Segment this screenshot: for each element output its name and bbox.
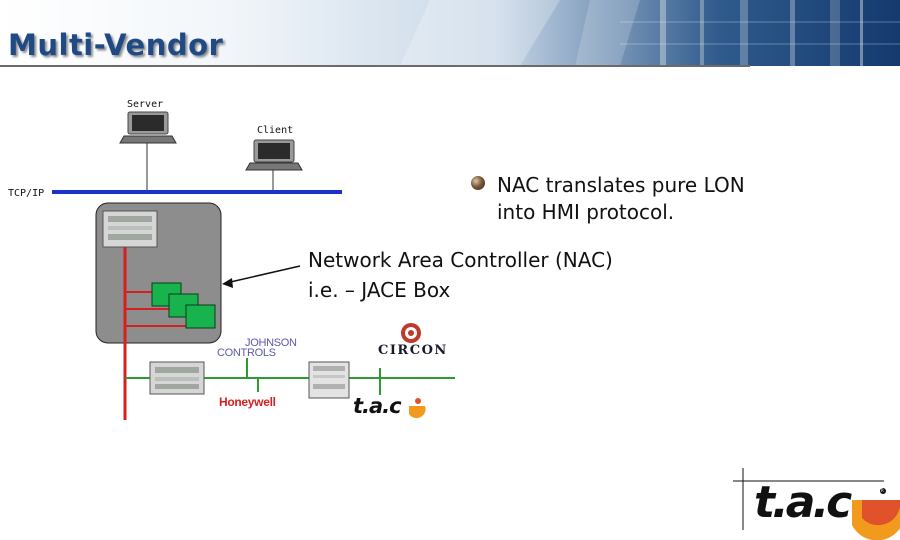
tcpip-label: TCP/IP <box>8 188 45 199</box>
bullet-text: NAC translates pure LON into HMI protoco… <box>497 172 745 226</box>
header-banner: Multi-Vendor <box>0 0 900 66</box>
header-building-graphic <box>400 0 900 66</box>
title-underline <box>0 65 750 67</box>
nac-callout-line-2: i.e. – JACE Box <box>308 278 451 302</box>
server-label: Server <box>127 99 164 110</box>
tac-vendor-logo: t.a.c <box>353 394 402 418</box>
page-title: Multi-Vendor <box>8 28 224 62</box>
bullet-line-2: into HMI protocol. <box>497 200 675 224</box>
bullet-line-1: NAC translates pure LON <box>497 173 745 197</box>
johnson-controls-logo: JOHNSON CONTROLS <box>217 337 297 359</box>
network-diagram: R <box>52 111 900 540</box>
honeywell-controller-device <box>149 361 205 395</box>
tac-controller-device <box>308 361 350 399</box>
johnson-logo-line-1: JOHNSON <box>245 337 297 349</box>
circon-logo: CIRCON <box>378 343 448 358</box>
nac-callout: Network Area Controller (NAC) i.e. – JAC… <box>308 245 613 305</box>
jace-controller-device <box>102 210 158 248</box>
tac-footer-logo-icon: R <box>852 488 900 540</box>
callout-arrowhead <box>222 278 233 288</box>
johnson-logo-line-2: CONTROLS <box>217 347 276 359</box>
lon-module-3 <box>185 304 216 329</box>
tac-small-logo-icon <box>409 398 426 419</box>
nac-callout-line-1: Network Area Controller (NAC) <box>308 248 613 272</box>
circon-logo-icon <box>401 323 421 343</box>
honeywell-logo: Honeywell <box>219 395 276 409</box>
client-computer-icon <box>245 139 303 171</box>
svg-text:R: R <box>881 488 884 493</box>
bullet-icon <box>471 176 485 190</box>
callout-arrow <box>225 265 301 284</box>
server-computer-icon <box>119 111 177 144</box>
tac-footer-logo-lines <box>733 468 884 530</box>
tac-footer-logo: t.a.c <box>754 477 852 528</box>
client-label: Client <box>257 125 294 136</box>
